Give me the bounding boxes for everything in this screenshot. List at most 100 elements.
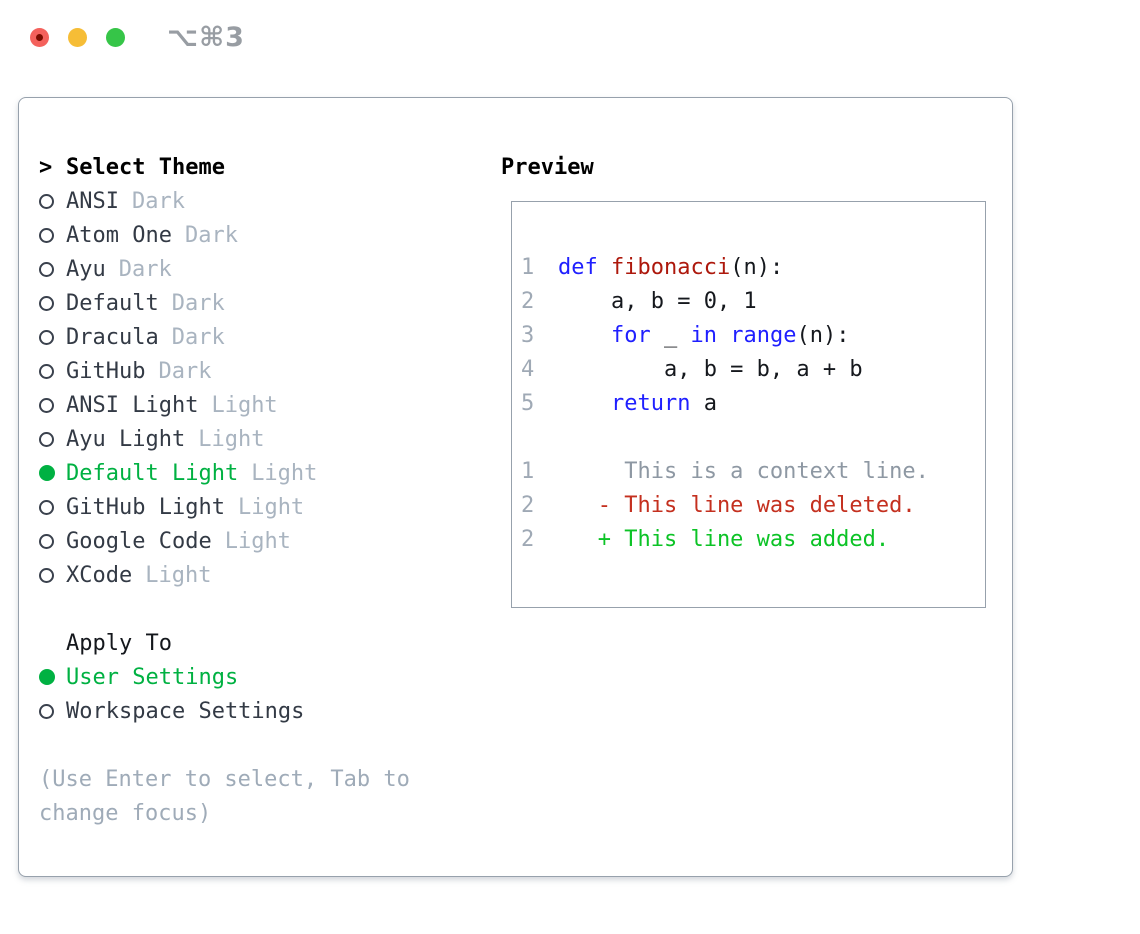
option-label: GitHub (66, 358, 146, 384)
radio-icon (39, 397, 66, 413)
option-label: Default (66, 290, 159, 316)
zoom-button[interactable] (106, 28, 125, 47)
code-segment: a, b = b, a + b (558, 356, 863, 382)
apply-option-workspace-settings[interactable]: Workspace Settings (39, 694, 489, 728)
option-label: ANSI Light (66, 392, 199, 418)
radio-icon (39, 363, 66, 379)
code-segment: fibonacci (611, 254, 731, 280)
radio-icon (39, 499, 66, 515)
radio-unselected-icon (39, 499, 54, 515)
code-segment: (n): (730, 254, 784, 280)
line-number: 2 (521, 526, 535, 552)
code-segment: - This line was deleted. (558, 492, 916, 518)
radio-icon (39, 533, 66, 549)
radio-unselected-icon (39, 567, 54, 583)
option-label: Dracula (66, 324, 159, 350)
code-line: 1 This is a context line. (521, 454, 985, 488)
select-theme-header: > Select Theme (39, 150, 489, 184)
variant-label: Light (251, 460, 318, 486)
spacer (39, 728, 489, 762)
code-line: 2 + This line was added. (521, 522, 985, 556)
variant-label: Light (198, 426, 265, 452)
help-text-line2: change focus) (39, 800, 212, 826)
line-number: 3 (521, 322, 535, 348)
title-bar: ⌥⌘3 (0, 0, 1140, 80)
line-number: 5 (521, 390, 535, 416)
variant-label: Dark (171, 324, 225, 350)
spacer (39, 592, 489, 626)
variant-label: Dark (131, 188, 185, 214)
code-segment: def (558, 254, 598, 280)
code-segment: a, b = 0, 1 (558, 288, 757, 314)
radio-unselected-icon (39, 703, 54, 719)
theme-option-ansi-light-light[interactable]: ANSI Light Light (39, 388, 489, 422)
theme-option-ayu-light-light[interactable]: Ayu Light Light (39, 422, 489, 456)
code-line: 5 return a (521, 386, 985, 420)
radio-icon (39, 465, 66, 481)
code-line: 2 - This line was deleted. (521, 488, 985, 522)
code-line: 3 for _ in range(n): (521, 318, 985, 352)
help-text-line1: (Use Enter to select, Tab to (39, 766, 410, 792)
radio-icon (39, 567, 66, 583)
code-segment: This is a context line. (558, 458, 929, 484)
option-label: Default Light (66, 460, 239, 486)
theme-option-github-light-light[interactable]: GitHub Light Light (39, 490, 489, 524)
theme-option-ansi-dark[interactable]: ANSI Dark (39, 184, 489, 218)
option-label: Atom One (66, 222, 172, 248)
variant-label: Dark (158, 358, 212, 384)
radio-icon (39, 431, 66, 447)
radio-unselected-icon (39, 261, 54, 277)
variant-label: Dark (171, 290, 225, 316)
theme-option-github-dark[interactable]: GitHub Dark (39, 354, 489, 388)
code-segment: _ (650, 322, 691, 348)
code-line: 2 a, b = 0, 1 (521, 284, 985, 318)
variant-label: Light (145, 562, 212, 588)
option-label: Ayu (66, 256, 106, 282)
theme-option-xcode-light[interactable]: XCode Light (39, 558, 489, 592)
radio-selected-icon (39, 669, 55, 685)
line-number: 2 (521, 492, 535, 518)
code-segment: range (730, 322, 797, 348)
option-label: XCode (66, 562, 133, 588)
minimize-button[interactable] (68, 28, 87, 47)
radio-icon (39, 703, 66, 719)
code-segment (558, 391, 611, 416)
close-button[interactable] (30, 28, 49, 47)
radio-unselected-icon (39, 295, 54, 311)
code-segment: (n): (796, 322, 850, 348)
code-segment (558, 323, 611, 348)
radio-unselected-icon (39, 397, 54, 413)
code-segment (598, 255, 611, 280)
variant-label: Light (211, 392, 278, 418)
option-label: Workspace Settings (66, 698, 305, 724)
code-line (521, 420, 985, 454)
option-label: GitHub Light (66, 494, 225, 520)
theme-option-default-light-light[interactable]: Default Light Light (39, 456, 489, 490)
radio-unselected-icon (39, 363, 54, 379)
code-segment: + This line was added. (558, 526, 890, 552)
theme-option-default-dark[interactable]: Default Dark (39, 286, 489, 320)
option-label: Ayu Light (66, 426, 186, 452)
radio-unselected-icon (39, 431, 54, 447)
apply-option-user-settings[interactable]: User Settings (39, 660, 489, 694)
line-number: 4 (521, 356, 535, 382)
radio-unselected-icon (39, 193, 54, 209)
preview-title: Preview (501, 154, 594, 180)
code-segment (717, 323, 730, 348)
radio-selected-icon (39, 465, 55, 481)
line-number: 2 (521, 288, 535, 314)
radio-icon (39, 193, 66, 209)
theme-option-dracula-dark[interactable]: Dracula Dark (39, 320, 489, 354)
variant-label: Light (237, 494, 305, 520)
radio-icon (39, 669, 66, 685)
option-label: ANSI (66, 188, 119, 214)
